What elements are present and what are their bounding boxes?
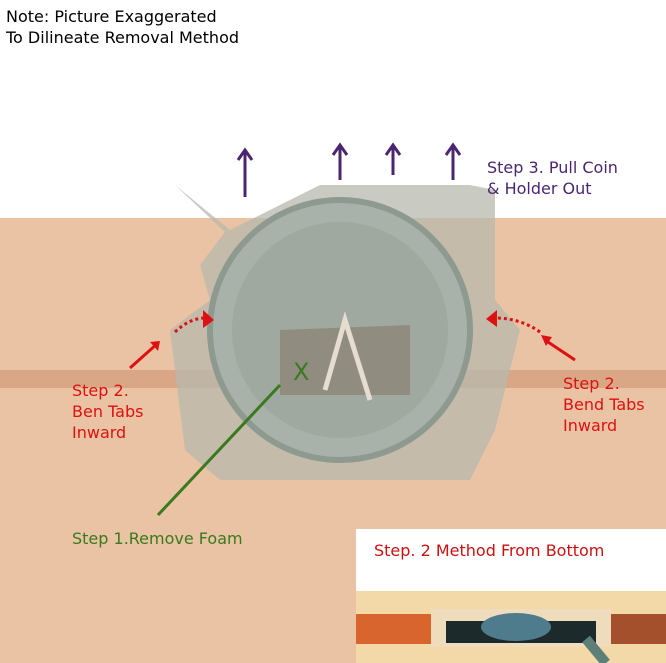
step3-label: Step 3. Pull Coin & Holder Out [487, 157, 618, 199]
step2-left-line: Inward [72, 423, 127, 442]
step1-pointer-line [156, 383, 282, 517]
step2-right-line: Bend Tabs [563, 395, 645, 414]
step2-left-line: Ben Tabs [72, 402, 144, 421]
step2-right-line: Step 2. [563, 374, 620, 393]
step2-right-label: Step 2. Bend Tabs Inward [563, 373, 645, 436]
note-line: Note: Picture Exaggerated [6, 7, 217, 26]
step3-line: Step 3. Pull Coin [487, 158, 618, 177]
bottom-view-photo [356, 591, 666, 663]
holder-tab-center [322, 311, 373, 401]
foam [280, 325, 410, 395]
inset-title: Step. 2 Method From Bottom [374, 541, 605, 560]
step2-left-line: Step 2. [72, 381, 129, 400]
right-bend-arrow [486, 310, 576, 362]
foam-x-marker: X [293, 358, 309, 386]
bottom-view-inset: Step. 2 Method From Bottom [356, 529, 666, 663]
step2-right-line: Inward [563, 416, 618, 435]
step2-left-label: Step 2. Ben Tabs Inward [72, 380, 143, 443]
note-text: Note: Picture Exaggerated To Dilineate R… [6, 6, 239, 48]
step3-line: & Holder Out [487, 179, 592, 198]
left-bend-arrow [129, 310, 214, 370]
note-line: To Dilineate Removal Method [6, 28, 240, 47]
up-arrows [236, 142, 462, 197]
step1-label: Step 1.Remove Foam [72, 529, 243, 548]
